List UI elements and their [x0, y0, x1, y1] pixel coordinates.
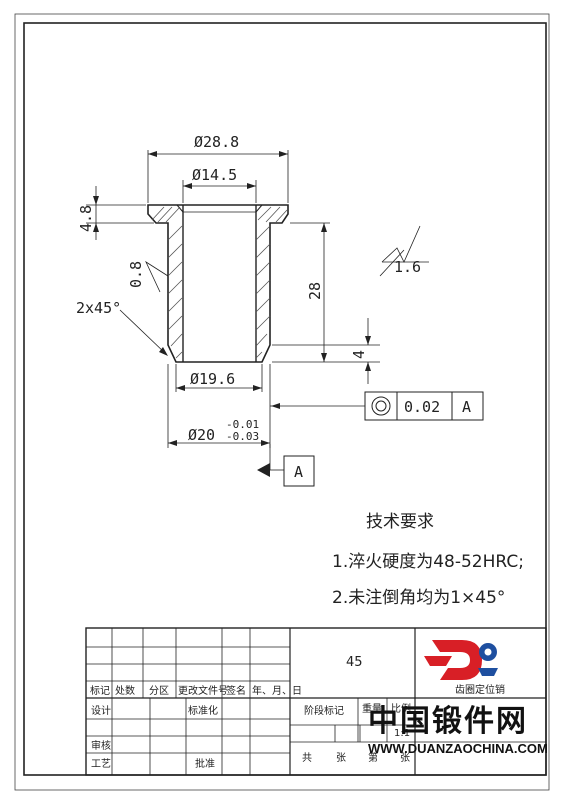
- watermark-en: WWW.DUANZAOCHINA.COM: [368, 741, 548, 756]
- sheets-label-2: 张: [400, 752, 410, 764]
- tech-req-item-1: 1.淬火硬度为48-52HRC;: [332, 552, 524, 572]
- dim-outer-dia: Ø28.8: [194, 133, 239, 151]
- roughness-left-value: 0.8: [127, 261, 145, 288]
- concentricity-icon: [371, 396, 391, 416]
- dim-length: 28: [306, 282, 324, 300]
- process-label: 工艺: [91, 758, 111, 770]
- dim-shank-dia: Ø20: [188, 426, 215, 444]
- outer-frame: [14, 13, 550, 791]
- title-block-grid: [85, 627, 547, 776]
- header-signature: 签名: [226, 684, 246, 697]
- header-mark: 标记: [90, 685, 110, 697]
- header-count: 处数: [115, 684, 135, 697]
- chamfer-note: 2x45°: [76, 299, 121, 317]
- standardize-label: 标准化: [188, 704, 218, 717]
- dim-tolerance-lower: -0.03: [226, 430, 259, 443]
- stage-mark-label: 阶段标记: [304, 704, 344, 717]
- dim-shank-small-dia: Ø19.6: [190, 370, 235, 388]
- total-label: 共: [302, 752, 312, 764]
- datum-box: [283, 455, 315, 487]
- tolerance-datum: A: [462, 398, 471, 416]
- tech-req-title: 技术要求: [366, 512, 434, 532]
- review-label: 审核: [91, 739, 111, 752]
- header-date: 年、月、日: [252, 684, 302, 697]
- dim-flange-thickness: 4.8: [77, 205, 95, 232]
- watermark-cn: 中国锻件网: [368, 704, 528, 739]
- duanzao-logo-icon: [424, 640, 498, 680]
- roughness-right-value: 1.6: [394, 258, 421, 276]
- material-value: 45: [346, 655, 363, 670]
- dim-tolerance-upper: -0.01: [226, 418, 259, 431]
- tech-req-item-2: 2.未注倒角均为1×45°: [332, 588, 505, 608]
- scale-label: 比例: [391, 702, 411, 715]
- section-hatching: [151, 206, 288, 359]
- design-label: 设计: [91, 704, 111, 717]
- number-label: 第: [368, 751, 378, 764]
- weight-label: 重量: [362, 702, 382, 715]
- sheets-label: 张: [336, 752, 346, 764]
- header-zone: 分区: [149, 685, 169, 697]
- dim-chamfer-length: 4: [350, 350, 368, 359]
- approve-label: 批准: [195, 757, 215, 770]
- dim-inner-dia: Ø14.5: [192, 166, 237, 184]
- part-name: 齿圈定位销: [455, 683, 505, 696]
- part-section-view: [147, 204, 289, 363]
- scale-value: 1:1: [394, 728, 410, 739]
- dimension-lines: [86, 150, 429, 477]
- tolerance-value: 0.02: [404, 398, 440, 416]
- datum-label: A: [294, 463, 303, 481]
- tolerance-frame: [364, 391, 484, 421]
- header-change-doc: 更改文件号: [178, 684, 228, 697]
